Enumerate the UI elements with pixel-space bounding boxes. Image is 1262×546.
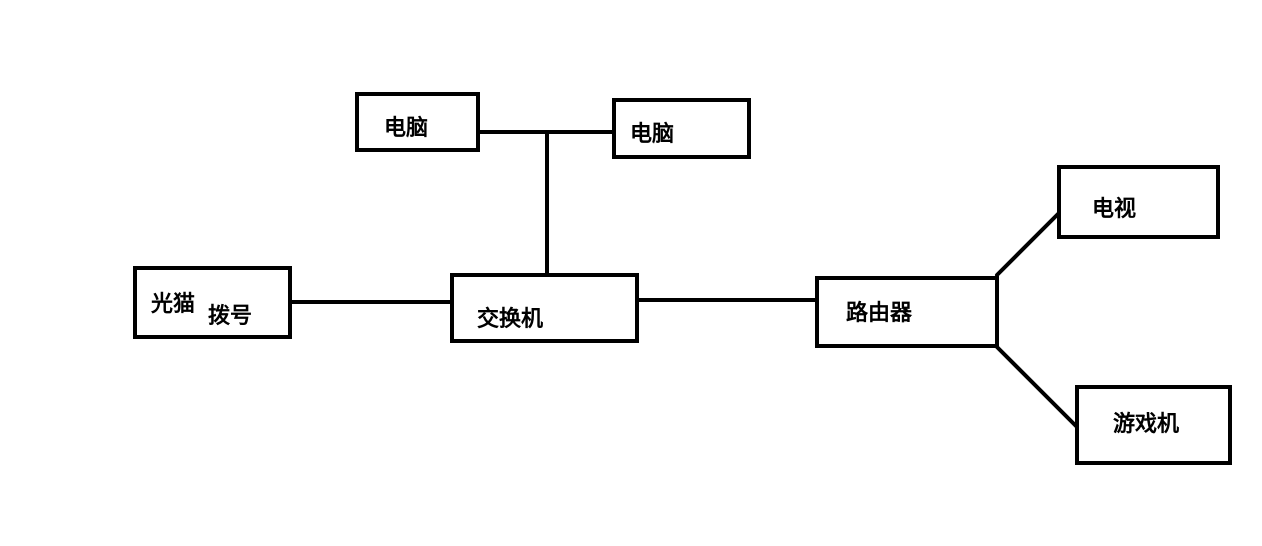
- modem-label: 光猫: [150, 292, 195, 317]
- pc1-box: [355, 92, 480, 152]
- edge-router-tv: [995, 207, 1065, 277]
- console-label: 游戏机: [1113, 411, 1179, 437]
- switch-box: [450, 273, 639, 343]
- node-pc1: 电脑: [355, 92, 480, 152]
- node-tv: 电视: [1057, 165, 1220, 239]
- edge-router-console: [995, 345, 1079, 429]
- modem-box: [133, 266, 292, 339]
- connections: [288, 130, 1079, 429]
- node-console: 游戏机: [1075, 385, 1232, 465]
- modem-sublabel: 拨号: [208, 304, 252, 329]
- router-label: 路由器: [846, 300, 913, 326]
- node-router: 路由器: [815, 276, 999, 348]
- tv-box: [1057, 165, 1220, 239]
- pc2-box: [612, 98, 751, 159]
- switch-label: 交换机: [477, 306, 543, 332]
- pc2-label: 电脑: [630, 121, 674, 147]
- node-pc2: 电脑: [612, 98, 751, 159]
- node-switch: 交换机: [450, 273, 639, 343]
- tv-label: 电视: [1092, 196, 1136, 222]
- node-modem: 光猫 拨号: [133, 266, 292, 339]
- console-box: [1075, 385, 1232, 465]
- pc1-label: 电脑: [384, 115, 428, 141]
- router-box: [815, 276, 999, 348]
